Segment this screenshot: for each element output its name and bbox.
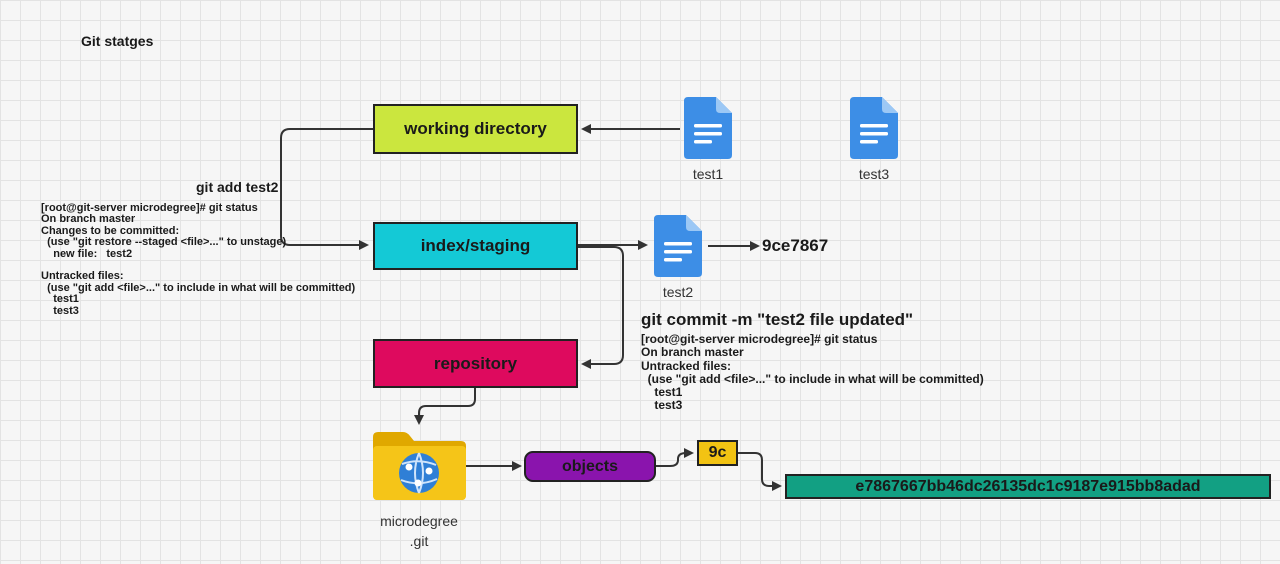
index-staging-box[interactable]: index/staging (373, 222, 578, 270)
repository-box[interactable]: repository (373, 339, 578, 388)
git-commit-command: git commit -m "test2 file updated" (641, 310, 914, 329)
working-directory-label: working directory (404, 119, 547, 138)
repository-label: repository (433, 353, 518, 373)
arrow-objects-to-prefix (656, 448, 694, 467)
arrow-prefix-to-rest (738, 452, 782, 491)
status-line: test1 (41, 293, 79, 306)
test1-label: test1 (692, 166, 724, 182)
working-directory-box[interactable]: working directory (373, 104, 578, 154)
status-line: Untracked files: (41, 270, 124, 283)
status-after-add: [root@git-server microdegree]# git statu… (41, 202, 356, 317)
test2-label: test2 (662, 284, 694, 300)
hash-rest-label: e7867667bb46dc26135dc1c9187e915bb8adad (855, 477, 1201, 495)
hash-rest-box[interactable]: e7867667bb46dc26135dc1c9187e915bb8adad (785, 474, 1271, 499)
commit-hash-label: 9ce7867 (762, 236, 829, 255)
document-icon[interactable] (684, 97, 732, 159)
status-line: Untracked files: (641, 358, 732, 373)
objects-label: objects (561, 457, 618, 475)
status-line: new file: test2 (41, 247, 133, 260)
hash-prefix-box[interactable]: 9c (697, 440, 738, 466)
folder-icon[interactable] (373, 432, 466, 500)
folder-label-line2: .git (409, 533, 429, 549)
status-after-commit: [root@git-server microdegree]# git statu… (641, 332, 984, 413)
test3-label: test3 (858, 166, 890, 182)
status-line: (use "git restore --staged <file>..." to… (41, 236, 287, 249)
status-line: test3 (41, 304, 79, 317)
status-line: (use "git add <file>..." to include in w… (41, 281, 356, 294)
objects-box[interactable]: objects (524, 451, 656, 482)
status-line: test3 (641, 398, 683, 413)
status-line: [root@git-server microdegree]# git statu… (41, 202, 258, 214)
page-title: Git statges (81, 33, 154, 49)
document-icon[interactable] (850, 97, 898, 159)
folder-label-line1: microdegree (380, 513, 458, 529)
git-add-command: git add test2 (196, 179, 279, 195)
status-line: [root@git-server microdegree]# git statu… (641, 332, 878, 346)
arrow-working-to-index (280, 128, 373, 250)
index-staging-label: index/staging (420, 236, 531, 255)
arrow-index-to-repository (578, 246, 624, 369)
hash-prefix-label: 9c (708, 444, 727, 461)
arrow-repository-to-folder (414, 388, 476, 425)
status-line: test1 (641, 385, 683, 400)
document-icon[interactable] (654, 215, 702, 277)
status-line: On branch master (641, 345, 744, 360)
status-line: Changes to be committed: (41, 224, 180, 237)
status-line: (use "git add <file>..." to include in w… (641, 371, 984, 386)
status-line: On branch master (41, 213, 136, 226)
